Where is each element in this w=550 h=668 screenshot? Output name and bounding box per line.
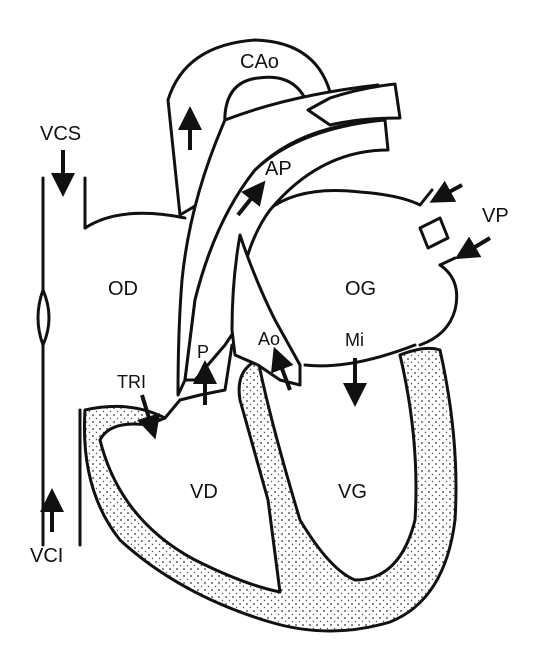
label-od: OD — [108, 278, 138, 300]
labels: CAo VCS AP VP OD OG P Ao Mi TRI VD VG VC… — [30, 51, 509, 567]
vein-valve — [36, 288, 51, 347]
label-ap: AP — [265, 158, 292, 180]
label-p: P — [197, 342, 209, 362]
arrow-ap — [236, 180, 266, 217]
aorta-branch — [306, 82, 402, 127]
label-vd: VD — [190, 481, 218, 503]
pulmonary-veins — [418, 188, 457, 267]
ventricle-myocardium — [82, 346, 458, 633]
label-vg: VG — [338, 481, 367, 503]
blood-flow-arrows — [40, 106, 492, 532]
label-vp: VP — [482, 205, 509, 227]
arrow-vp-2 — [454, 236, 492, 260]
vena-cava — [36, 176, 87, 547]
arrow-vp-1 — [429, 180, 463, 203]
label-og: OG — [345, 278, 376, 300]
label-vcs: VCS — [40, 123, 81, 145]
tricuspid-valve-region — [163, 343, 234, 420]
right-atrium-wall — [83, 211, 187, 230]
label-ao: Ao — [258, 329, 280, 349]
label-mi: Mi — [345, 330, 364, 350]
arrow-tri — [137, 394, 161, 440]
arrow-ao — [270, 346, 294, 391]
left-atrium-wall — [266, 188, 422, 212]
label-tri: TRI — [117, 372, 146, 392]
label-vci: VCI — [30, 545, 63, 567]
label-cao: CAo — [240, 51, 279, 73]
ascending-aorta — [230, 233, 302, 387]
